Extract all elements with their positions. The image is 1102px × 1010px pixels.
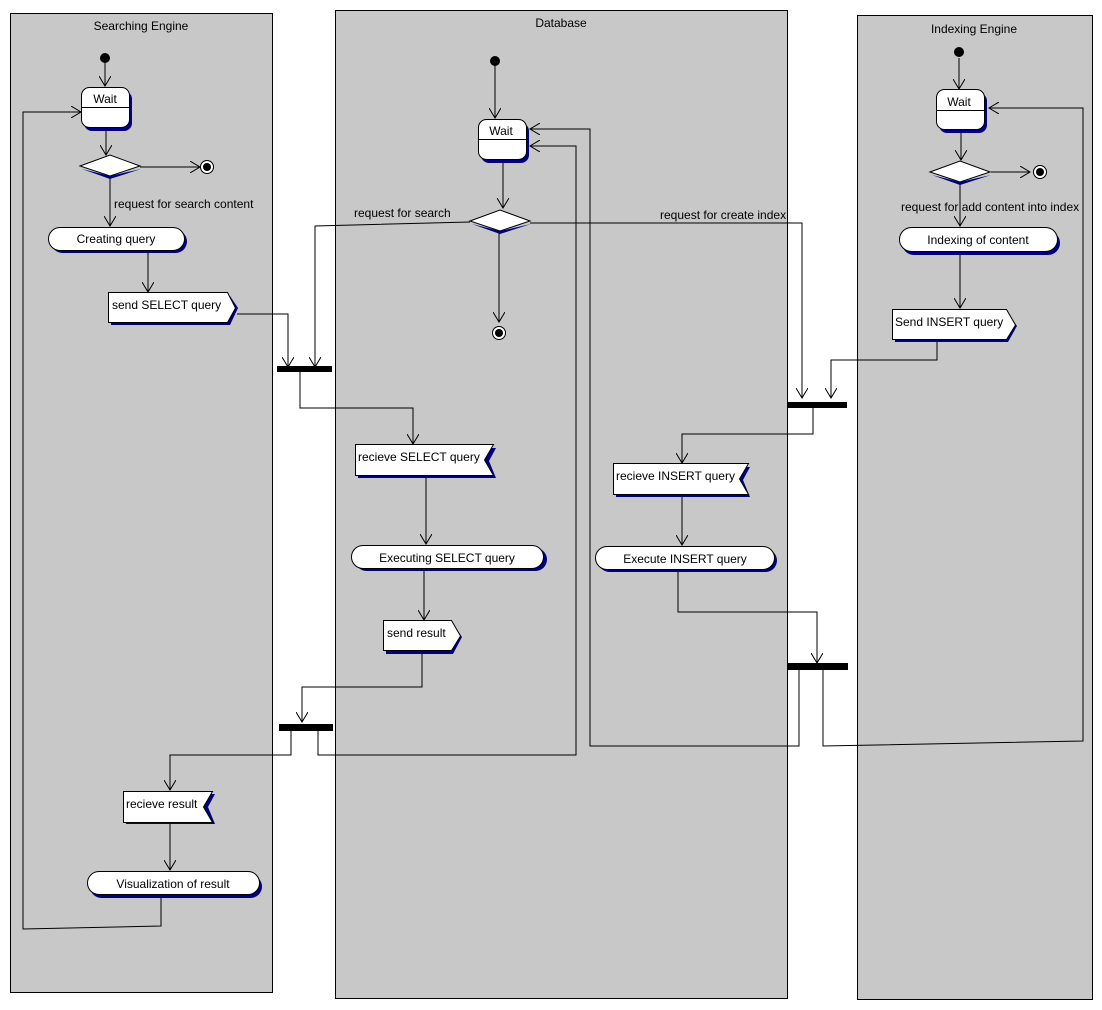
receive-select-query[interactable]: recieve SELECT query <box>355 444 497 479</box>
edge-ie-send-fork3 <box>831 341 938 398</box>
action-executing-select[interactable]: Executing SELECT query <box>351 545 548 572</box>
final-node <box>492 326 506 340</box>
action-label: Indexing of content <box>927 233 1029 247</box>
final-node <box>200 160 214 174</box>
state-db-wait[interactable]: Wait <box>478 119 530 164</box>
final-nodes <box>200 160 1047 340</box>
initial-nodes <box>100 47 964 66</box>
lane-title: Searching Engine <box>94 19 189 33</box>
decision-node <box>928 160 992 185</box>
send-label: send result <box>387 626 446 640</box>
guard-label: request for search <box>354 206 451 220</box>
action-execute-insert[interactable]: Execute INSERT query <box>595 546 778 573</box>
edge-fork3-db-recv-insert <box>682 408 814 463</box>
receive-label: recieve result <box>126 797 198 811</box>
action-label: Executing SELECT query <box>379 551 515 565</box>
guard-label: request for search content <box>114 197 254 211</box>
edge-fork2-db-wait <box>317 146 577 756</box>
decision-node <box>468 209 532 234</box>
state-label: Wait <box>489 124 513 138</box>
edge-se-send-fork1 <box>237 313 288 367</box>
edge-db-send-fork2 <box>302 652 423 722</box>
receive-insert-query[interactable]: recieve INSERT query <box>613 463 751 498</box>
send-label: Send INSERT query <box>895 315 1003 329</box>
send-insert-query[interactable]: Send INSERT query <box>892 309 1018 343</box>
initial-node <box>490 56 500 66</box>
final-node <box>1033 165 1047 179</box>
state-label: Wait <box>947 95 971 109</box>
lane-indexing-engine: Indexing Engine <box>857 15 1093 1000</box>
initial-node <box>954 47 964 57</box>
action-creating-query[interactable]: Creating query <box>48 227 188 254</box>
state-se-wait[interactable]: Wait <box>81 87 133 132</box>
edge-db-decision-index <box>530 222 802 398</box>
send-result[interactable]: send result <box>383 620 463 655</box>
lane-database: Database <box>335 10 788 999</box>
edges <box>22 58 1084 930</box>
edge-fork4-ie-wait <box>822 108 1084 747</box>
sync-bar <box>279 724 333 731</box>
edge-db-exec-insert-fork4 <box>677 571 817 663</box>
sync-bar <box>277 366 332 372</box>
lane-searching-engine: Searching Engine <box>10 13 273 993</box>
edge-fork1-db-recv <box>299 372 413 444</box>
send-select-query[interactable]: send SELECT query <box>108 292 239 326</box>
action-indexing-of-content[interactable]: Indexing of content <box>899 227 1061 256</box>
sync-bar <box>788 663 848 670</box>
send-label: send SELECT query <box>112 298 221 312</box>
edge-se-vis-wait <box>22 112 162 930</box>
lane-title: Indexing Engine <box>931 22 1017 36</box>
action-label: Visualization of result <box>116 877 230 891</box>
sync-bar <box>788 402 847 408</box>
receive-label: recieve INSERT query <box>616 469 735 483</box>
lane-title: Database <box>535 16 587 30</box>
action-label: Execute INSERT query <box>623 552 747 566</box>
state-ie-wait[interactable]: Wait <box>936 89 988 134</box>
guard-label: request for add content into index <box>901 200 1079 214</box>
action-label: Creating query <box>77 232 156 246</box>
edge-db-decision-search <box>315 221 471 367</box>
edge-fork2-se-recv <box>170 730 292 790</box>
edge-fork4-db-wait <box>530 129 800 747</box>
receive-result[interactable]: recieve result <box>123 791 216 825</box>
state-label: Wait <box>93 92 117 106</box>
guard-label: request for create index <box>660 208 786 222</box>
action-visualization[interactable]: Visualization of result <box>87 871 263 899</box>
decision-node <box>78 154 142 179</box>
initial-node <box>100 53 110 63</box>
receive-label: recieve SELECT query <box>358 450 480 464</box>
